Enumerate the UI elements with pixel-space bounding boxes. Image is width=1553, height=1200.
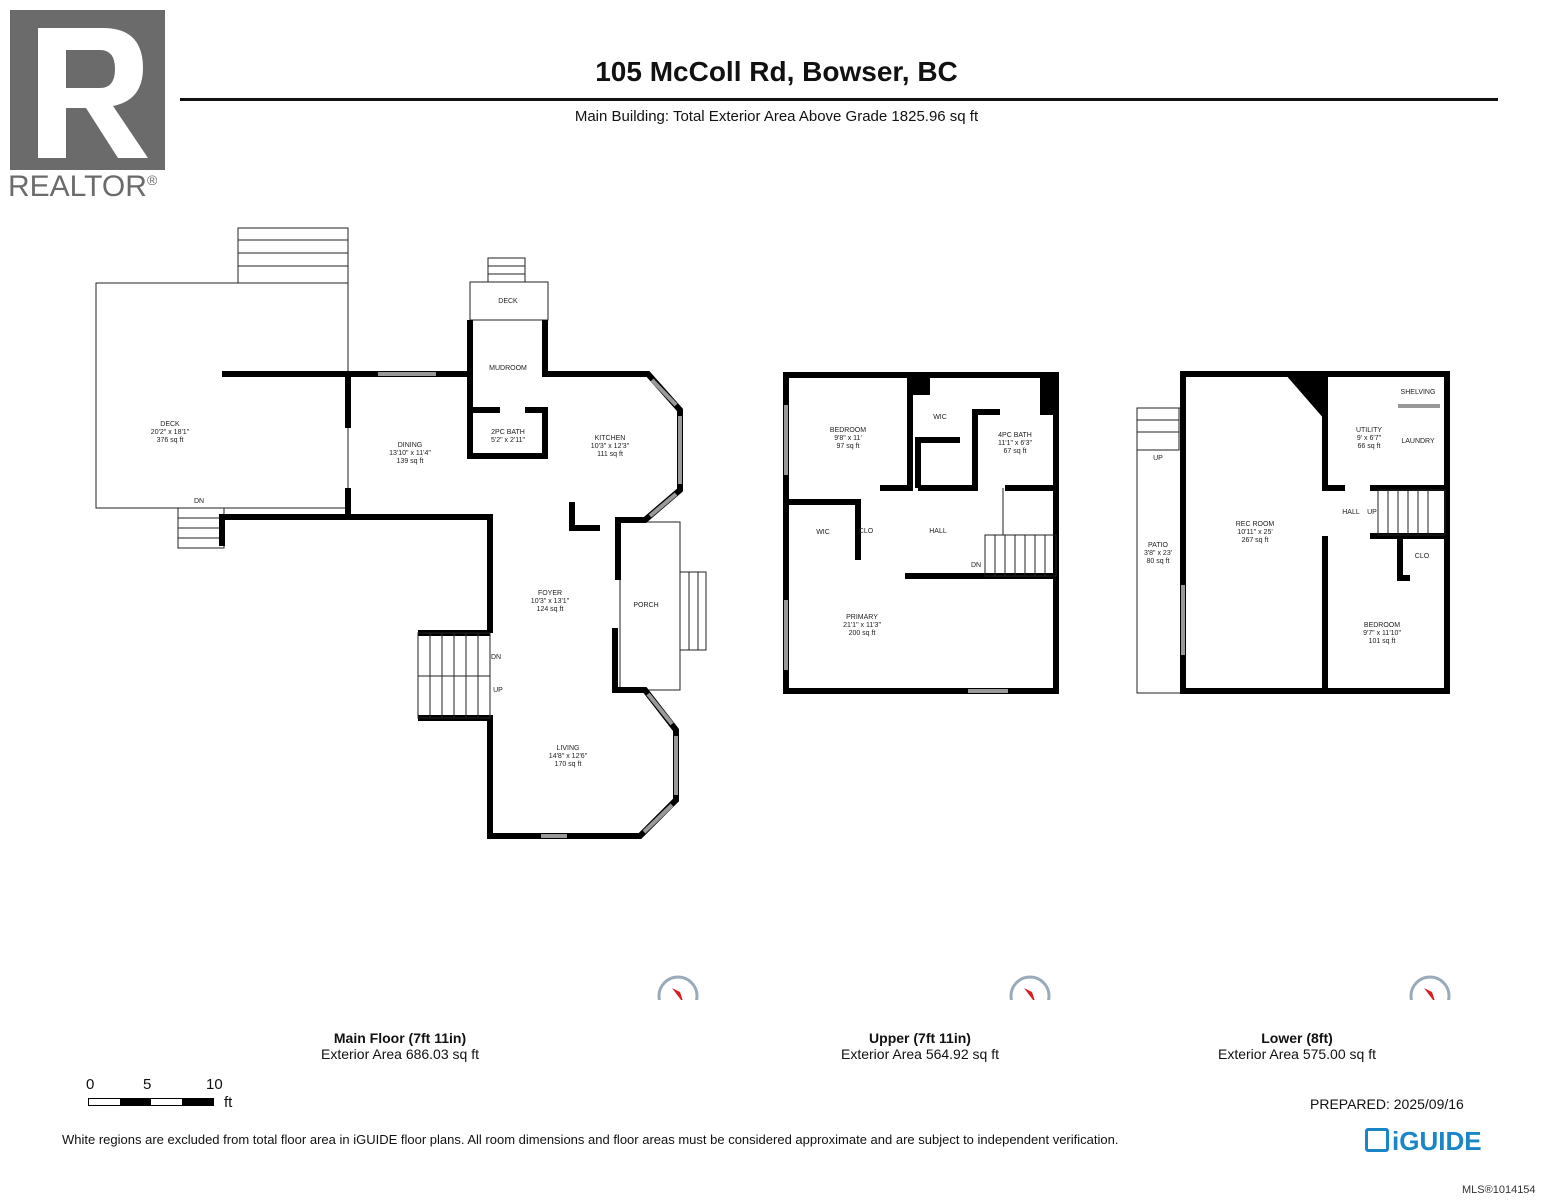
- room-area: 67 sq ft: [1004, 448, 1027, 455]
- room-area: 267 sq ft: [1242, 537, 1269, 544]
- room-label-foyer: FOYER: [538, 590, 562, 597]
- room-label-patio: PATIO: [1148, 542, 1169, 549]
- room-dims: 9'7" x 11'10": [1363, 630, 1401, 637]
- floor-plans: DECK 20'2" x 18'1" 376 sq ft DINING 13'1…: [95, 227, 1451, 1000]
- room-area: 66 sq ft: [1358, 443, 1381, 450]
- upper-floor-area: Exterior Area 564.92 sq ft: [841, 1046, 999, 1062]
- room-label-porch: PORCH: [633, 602, 658, 609]
- room-dims: 5'2" x 2'11": [491, 437, 525, 444]
- stair-label: UP: [1367, 509, 1377, 516]
- title-divider: [180, 98, 1498, 101]
- main-floor-name: Main Floor (7ft 11in): [333, 1030, 467, 1046]
- compass-icon: N: [657, 975, 699, 1000]
- room-label-dining: DINING: [398, 442, 423, 449]
- room-dims: 21'1" x 11'3": [843, 622, 881, 629]
- room-area: 200 sq ft: [849, 630, 876, 637]
- room-dims: 14'8" x 12'6": [549, 753, 588, 760]
- room-area: 111 sq ft: [597, 451, 623, 458]
- page-title: 105 McColl Rd, Bowser, BC: [595, 56, 958, 87]
- room-area: 170 sq ft: [555, 761, 582, 768]
- registered-mark: ®: [146, 172, 158, 188]
- room-label-rec-room: REC ROOM: [1236, 521, 1275, 528]
- main-floor-plan: DECK 20'2" x 18'1" 376 sq ft DINING 13'1…: [95, 227, 707, 839]
- main-floor-area: Exterior Area 686.03 sq ft: [321, 1046, 479, 1062]
- realtor-text: REALTOR: [8, 170, 147, 203]
- room-label-4pc-bath: 4PC BATH: [998, 432, 1032, 439]
- upper-floor-name: Upper (7ft 11in): [869, 1030, 971, 1046]
- scale-tick-5: 5: [143, 1076, 152, 1093]
- room-area: 376 sq ft: [157, 437, 184, 444]
- room-label-laundry: LAUNDRY: [1401, 438, 1435, 445]
- room-label-utility: UTILITY: [1356, 427, 1382, 434]
- room-area: 139 sq ft: [397, 458, 424, 465]
- room-label-wic: WIC: [933, 414, 947, 421]
- stair-label: DN: [194, 498, 204, 505]
- room-dims: 10'11" x 25': [1237, 529, 1272, 536]
- prepared-date: PREPARED: 2025/09/16: [1310, 1096, 1464, 1112]
- mls-number: MLS®1014154: [1462, 1184, 1536, 1196]
- iguide-logo: iGUIDE: [1365, 1126, 1482, 1157]
- room-area: 124 sq ft: [537, 606, 564, 613]
- room-dims: 10'3" x 13'1": [531, 598, 570, 605]
- scale-bar: 0 5 10 ft: [86, 1076, 246, 1116]
- iguide-text: iGUIDE: [1392, 1126, 1482, 1156]
- compass-icon: N: [1409, 975, 1451, 1000]
- room-label-bedroom: BEDROOM: [830, 427, 866, 434]
- room-dims: 10'3" x 12'3": [591, 443, 630, 450]
- room-label-clo: CLO: [1415, 553, 1430, 560]
- room-dims: 11'1" x 6'3": [998, 440, 1032, 447]
- compass-icon: N: [1009, 975, 1051, 1000]
- room-label-hall: HALL: [1342, 509, 1360, 516]
- page-subtitle: Main Building: Total Exterior Area Above…: [574, 108, 979, 125]
- room-label-hall: HALL: [929, 528, 947, 535]
- room-area: 97 sq ft: [837, 443, 860, 450]
- stair-label: UP: [1153, 455, 1163, 462]
- room-label-shelving: SHELVING: [1401, 389, 1436, 396]
- lower-floor-name: Lower (8ft): [1261, 1030, 1333, 1046]
- scale-tick-0: 0: [86, 1076, 95, 1093]
- room-label-kitchen: KITCHEN: [595, 435, 626, 442]
- room-area: 80 sq ft: [1147, 558, 1170, 565]
- room-dims: 9'8" x 11': [834, 435, 862, 442]
- room-label-clo: CLO: [859, 528, 874, 535]
- realtor-r-icon: [10, 10, 165, 170]
- room-label-wic: WIC: [816, 529, 830, 536]
- disclaimer: White regions are excluded from total fl…: [62, 1132, 1119, 1147]
- stair-label: UP: [493, 687, 503, 694]
- room-dims: 9' x 6'7": [1357, 435, 1382, 442]
- lower-floor-plan: REC ROOM 10'11" x 25' 267 sq ft UTILITY …: [1136, 371, 1450, 694]
- lower-floor-area: Exterior Area 575.00 sq ft: [1218, 1046, 1376, 1062]
- room-dims: 13'10" x 11'4": [389, 450, 431, 457]
- upper-floor-plan: BEDROOM 9'8" x 11' 97 sq ft 4PC BATH 11'…: [783, 372, 1059, 694]
- iguide-icon: [1365, 1128, 1389, 1152]
- scale-unit: ft: [224, 1094, 233, 1111]
- room-label-deck: DECK: [160, 421, 180, 428]
- room-label-primary: PRIMARY: [846, 614, 878, 621]
- room-area: 101 sq ft: [1369, 638, 1396, 645]
- room-dims: 3'8" x 23': [1144, 550, 1172, 557]
- room-label-2pc-bath: 2PC BATH: [491, 429, 525, 436]
- room-label-living: LIVING: [557, 745, 580, 752]
- scale-tick-10: 10: [206, 1076, 223, 1093]
- stair-label: DN: [971, 562, 981, 569]
- room-label-deck-small: DECK: [498, 298, 518, 305]
- realtor-logo: REALTOR®: [8, 8, 183, 208]
- room-dims: 20'2" x 18'1": [151, 429, 190, 436]
- room-label-mudroom: MUDROOM: [489, 365, 527, 372]
- room-label-bedroom: BEDROOM: [1364, 622, 1400, 629]
- stair-label: DN: [491, 654, 501, 661]
